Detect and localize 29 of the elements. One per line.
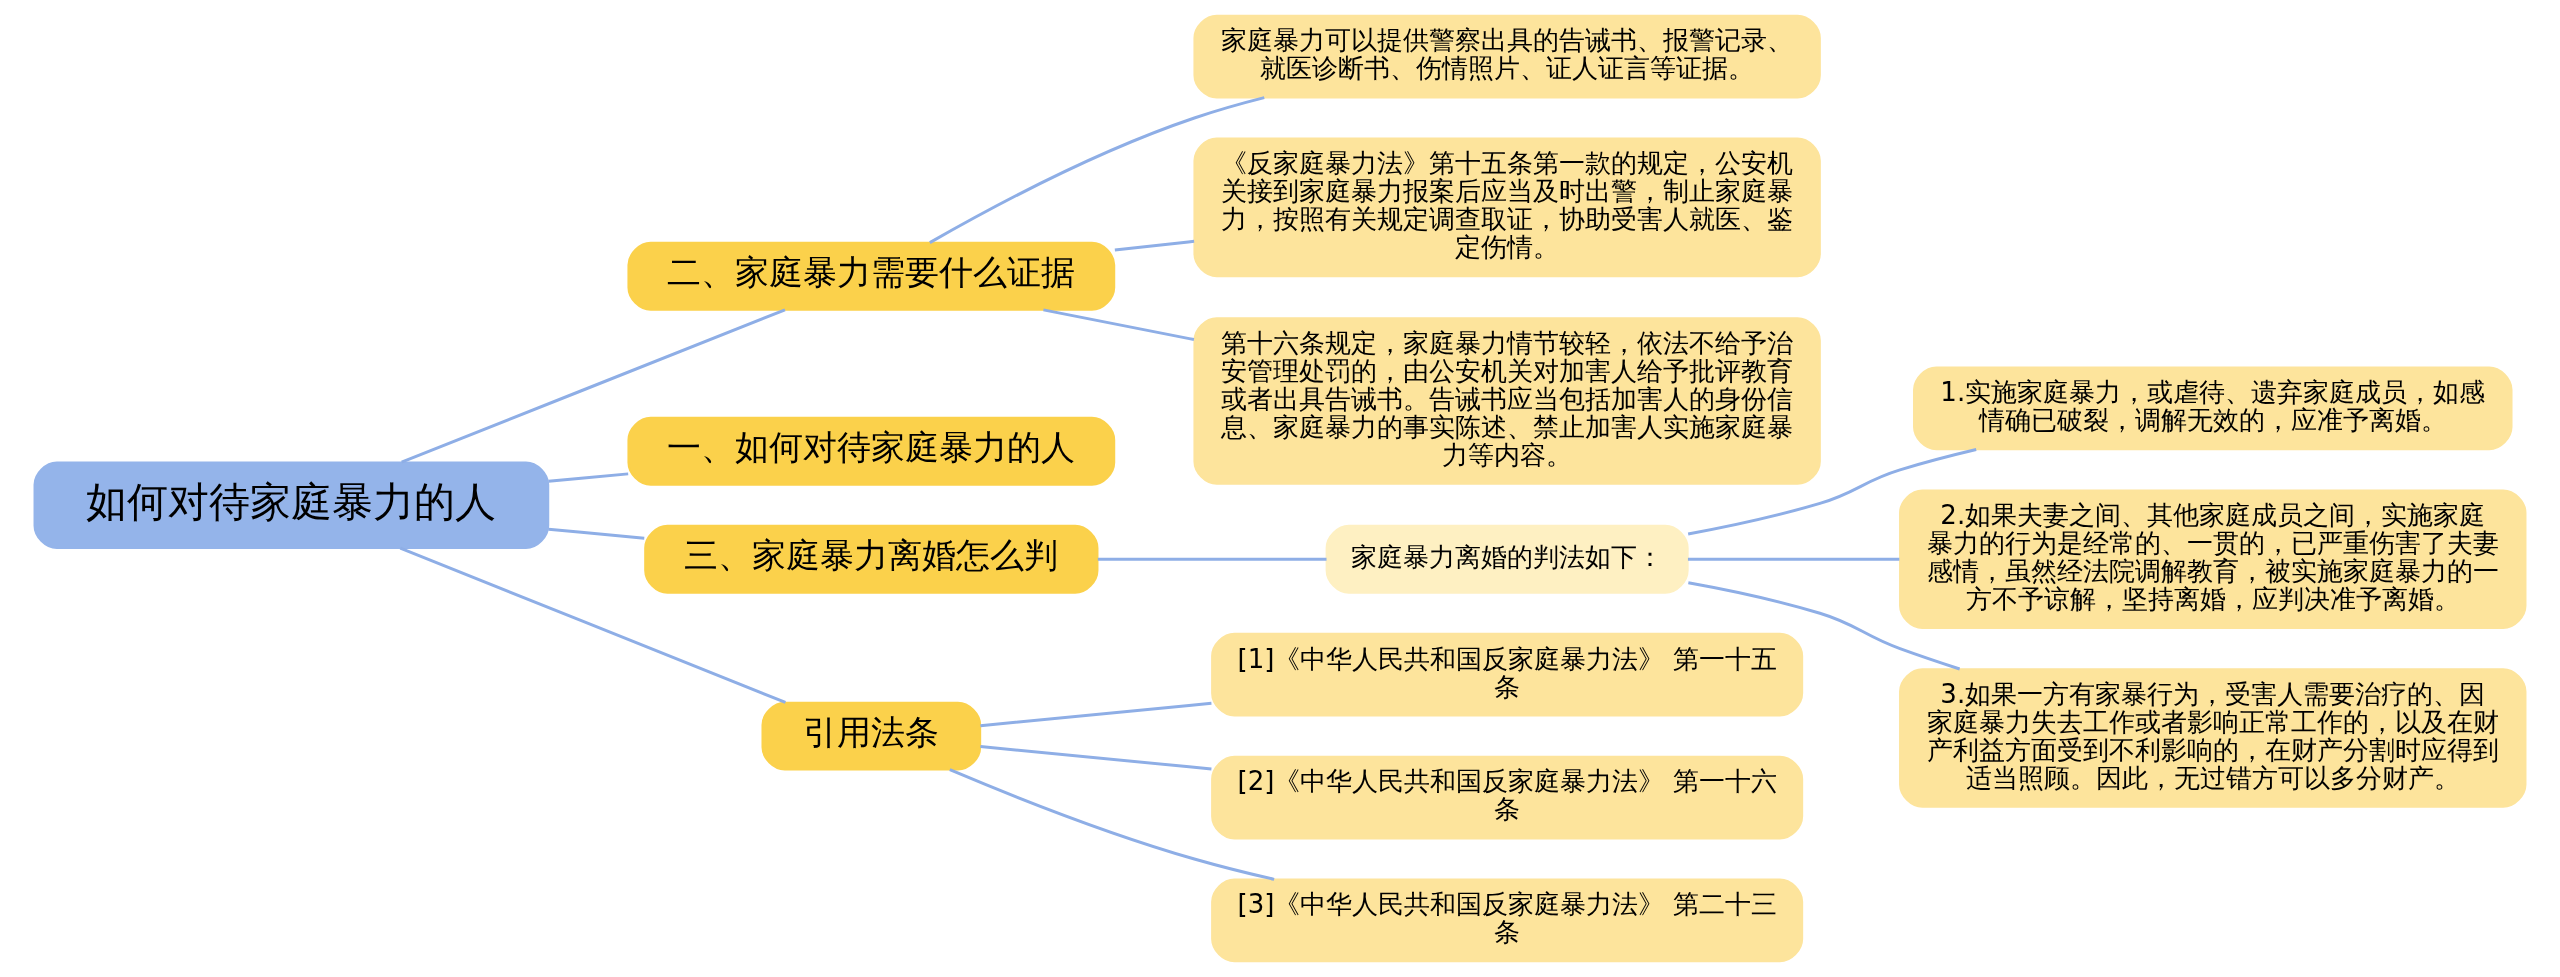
connector <box>929 96 1265 244</box>
connector <box>980 745 1212 771</box>
connector <box>399 546 786 704</box>
connector <box>1043 308 1195 341</box>
node-box: 二、家庭暴力需要什么证据 <box>627 241 1116 311</box>
node-box: [1]《中华人民共和国反家庭暴力法》 第一十五条 <box>1211 632 1804 717</box>
connector <box>980 701 1212 728</box>
node-box: 家庭暴力可以提供警察出具的告诫书、报警记录、就医诊断书、伤情照片、证人证言等证据。 <box>1193 14 1821 99</box>
connector <box>1687 448 1977 536</box>
node-box: 家庭暴力离婚的判法如下： <box>1325 524 1689 594</box>
node-box: 《反家庭暴力法》第十五条第一款的规定，公安机关接到家庭暴力报案后应当及时出警，制止家庭暴力，按照有关规定调查取证，协助受害人就医、鉴定伤情。 <box>1193 137 1821 278</box>
node-box: 一、如何对待家庭暴力的人 <box>627 416 1116 486</box>
node-box: 第十六条规定，家庭暴力情节较轻，依法不给予治安管理处罚的，由公安机关对加害人给予批评教育或者出具告诫书。告诫书应当包括加害人的身份信息、家庭暴力的事实陈述、禁止加害人实施家庭暴力等内容。 <box>1193 317 1821 485</box>
node-box: [2]《中华人民共和国反家庭暴力法》 第一十六条 <box>1211 755 1804 840</box>
connector <box>401 308 786 464</box>
node-box: 三、家庭暴力离婚怎么判 <box>644 524 1099 594</box>
connector <box>1687 557 1900 561</box>
node-box: 3.如果一方有家暴行为，受害人需要治疗的、因家庭暴力失去工作或者影响正常工作的，以及在财产利益方面受到不利影响的，在财产分割时应得到适当照顾。因此，无过错方可以多分财产。 <box>1899 668 2527 808</box>
node-box: 2.如果夫妻之间、其他家庭成员之间，实施家庭暴力的行为是经常的、一贯的，已严重伤害了夫妻感情，虽然经法院调解教育，被实施家庭暴力的一方不予谅解，坚持离婚，应判决准予离婚。 <box>1899 489 2527 630</box>
node-box: 如何对待家庭暴力的人 <box>33 461 550 549</box>
node-box: 引用法条 <box>761 701 982 771</box>
connector <box>949 768 1275 881</box>
node-box: 1.实施家庭暴力，或虐待、遗弃家庭成员，如感情确已破裂，调解无效的，应准予离婚。 <box>1913 366 2513 451</box>
connector <box>1688 581 1961 671</box>
node-box: [3]《中华人民共和国反家庭暴力法》 第二十三条 <box>1211 878 1804 963</box>
connector <box>1097 557 1327 561</box>
connector <box>548 527 645 540</box>
connector <box>548 472 629 483</box>
connector <box>1114 239 1195 252</box>
